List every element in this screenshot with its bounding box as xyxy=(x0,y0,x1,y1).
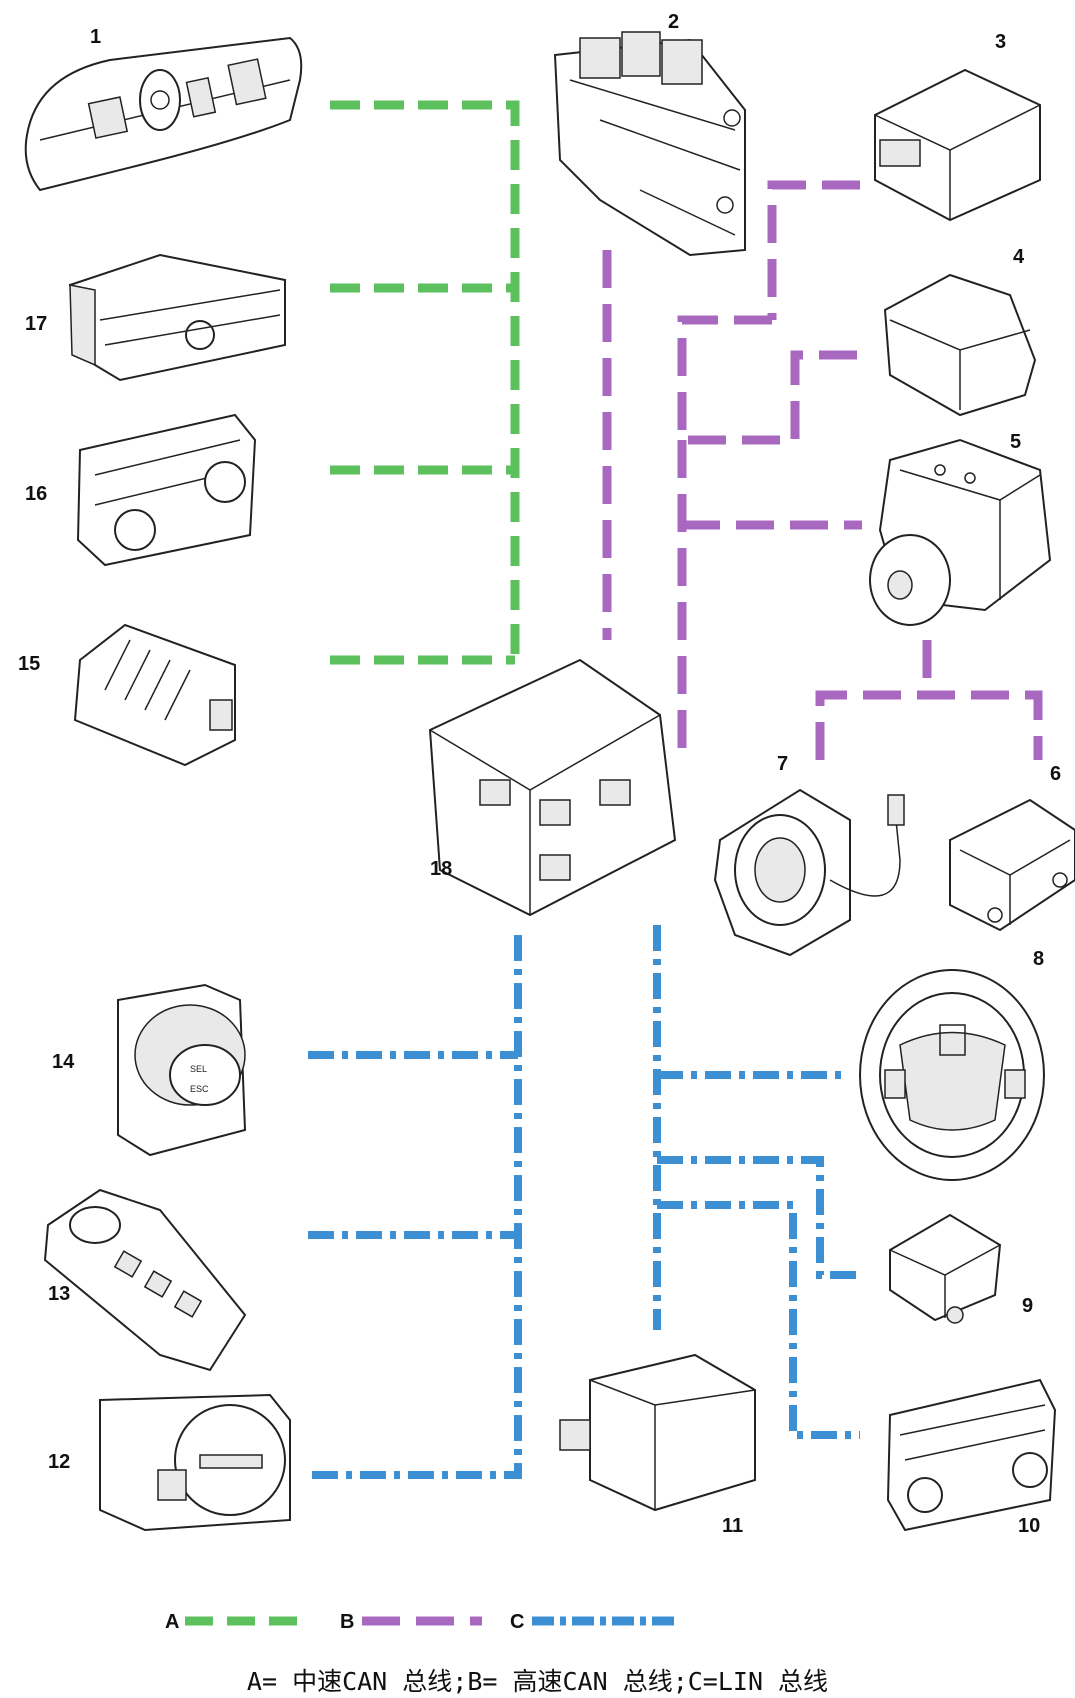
component-labels: 1 2 3 4 5 6 7 8 9 10 11 12 13 14 15 16 1… xyxy=(18,11,1061,1537)
component-18-bcm xyxy=(428,658,677,917)
component-10-ac-panel xyxy=(886,1378,1057,1532)
bus-b-lines xyxy=(602,180,1043,760)
legend-a-letter: A xyxy=(165,1611,179,1633)
svg-text:SEL: SEL xyxy=(190,1064,207,1074)
component-8-steering-wheel xyxy=(859,969,1045,1181)
label-3: 3 xyxy=(995,31,1006,53)
component-14-rotary-switch: SEL ESC xyxy=(117,983,247,1157)
component-7-clock-spring xyxy=(713,788,905,957)
component-16-ac-panel xyxy=(76,413,257,567)
label-8: 8 xyxy=(1033,948,1044,970)
component-15-module xyxy=(73,623,236,767)
component-3-module xyxy=(874,68,1041,222)
component-6-sensor xyxy=(949,798,1075,932)
label-16: 16 xyxy=(25,483,47,505)
label-18: 18 xyxy=(430,858,452,880)
component-1-instrument-cluster xyxy=(24,36,303,192)
component-12-headlamp-switch xyxy=(99,1393,291,1532)
legend-caption: A= 中速CAN 总线;B= 高速CAN 总线;C=LIN 总线 xyxy=(246,1667,829,1696)
label-13: 13 xyxy=(48,1283,70,1305)
label-12: 12 xyxy=(48,1451,70,1473)
legend: A B C xyxy=(165,1611,675,1633)
label-14: 14 xyxy=(52,1051,75,1073)
legend-c-letter: C xyxy=(510,1611,524,1633)
label-9: 9 xyxy=(1022,1295,1033,1317)
label-2: 2 xyxy=(668,11,679,33)
svg-text:ESC: ESC xyxy=(190,1084,209,1094)
label-4: 4 xyxy=(1013,246,1025,268)
bus-a-lines xyxy=(330,100,520,665)
label-1: 1 xyxy=(90,26,101,48)
label-5: 5 xyxy=(1010,431,1021,453)
component-9-module xyxy=(889,1213,1002,1324)
component-11-module xyxy=(559,1353,756,1512)
label-7: 7 xyxy=(777,753,788,775)
label-6: 6 xyxy=(1050,763,1061,785)
legend-b-letter: B xyxy=(340,1611,354,1633)
label-15: 15 xyxy=(18,653,40,675)
bus-c-lines xyxy=(308,925,860,1479)
component-4-airbag-module xyxy=(883,273,1037,417)
label-11: 11 xyxy=(722,1515,743,1537)
label-17: 17 xyxy=(25,313,47,335)
component-17-radio xyxy=(68,253,286,382)
component-5-abs-unit xyxy=(869,438,1052,626)
label-10: 10 xyxy=(1018,1515,1040,1537)
component-2-ecm xyxy=(553,31,746,257)
component-13-window-switch xyxy=(43,1188,247,1372)
